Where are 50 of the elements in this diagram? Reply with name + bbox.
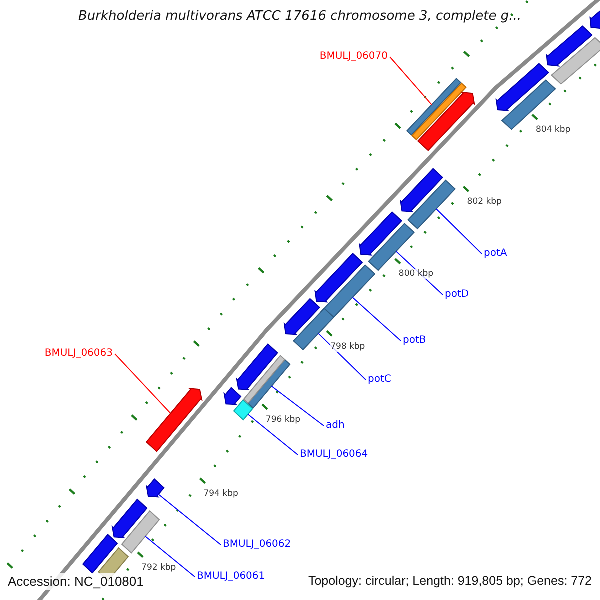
leader-line: [436, 208, 482, 254]
gene-feature: [407, 180, 456, 230]
scale-label: 792 kbp: [140, 562, 178, 573]
leader-line: [318, 333, 366, 380]
gene-feature: [82, 534, 118, 574]
gene-feature: [496, 63, 550, 112]
leader-line: [271, 386, 324, 426]
gene-feature: [501, 80, 556, 130]
gene-feature: [417, 92, 476, 152]
gene-feature: [284, 298, 321, 336]
gene-feature: [224, 387, 242, 406]
gene-feature: [546, 26, 593, 67]
scale-label: 798 kbp: [330, 342, 366, 352]
scale-label: 794 kbp: [202, 488, 240, 499]
leader-line: [145, 536, 196, 578]
gene-label: potD: [445, 289, 470, 301]
leader-line: [352, 297, 402, 342]
leader-line: [248, 414, 298, 456]
map-title: Burkholderia multivorans ATCC 17616 chromosome 3, complete g...: [78, 9, 522, 24]
gene-label: BMULJ_06061: [197, 571, 266, 583]
gene-label: potC: [368, 374, 392, 386]
gene-label: potB: [403, 335, 426, 347]
gene-feature: [112, 498, 148, 538]
gene-feature: [406, 78, 462, 136]
gene-label: BMULJ_06062: [223, 539, 292, 551]
gene-feature: [236, 343, 278, 390]
gene-feature: [400, 168, 444, 212]
gene-feature: [146, 388, 203, 452]
accession-text: Accession: NC_010801: [6, 573, 146, 590]
gene-label: BMULJ_06063: [44, 348, 113, 360]
gene-feature: [368, 223, 416, 272]
summary-text: Topology: circular; Length: 919,805 bp; Genes: 772: [306, 573, 594, 590]
gene-feature: [233, 399, 254, 421]
scale-label: 802 kbp: [466, 197, 503, 208]
gene-feature: [359, 212, 403, 256]
gene-label: potA: [484, 248, 508, 260]
scale-label: 804 kbp: [535, 125, 572, 136]
gene-feature: [146, 478, 165, 498]
scale-label: 800 kbp: [398, 269, 435, 280]
gene-label: adh: [326, 420, 345, 432]
gene-feature: [550, 37, 600, 85]
gene-label: BMULJ_06064: [300, 449, 368, 461]
gene-feature: [412, 82, 467, 141]
leader-line: [158, 494, 222, 546]
leader-line: [114, 354, 172, 414]
gene-feature: [121, 510, 160, 554]
gene-feature: [314, 253, 364, 303]
leader-line: [390, 56, 432, 106]
scale-label: 796 kbp: [264, 414, 302, 425]
gene-label: BMULJ_06070: [320, 51, 388, 63]
